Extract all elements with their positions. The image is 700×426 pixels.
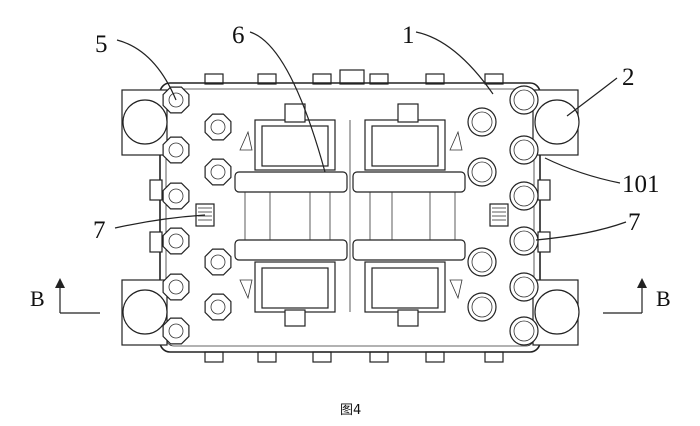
octagon-bolt [204, 113, 232, 141]
bottom-bolt-tabs [204, 351, 504, 363]
octagon-bolt [162, 182, 190, 210]
leader-lines [114, 31, 627, 241]
round-roller [509, 226, 539, 256]
inner-housing [165, 88, 535, 347]
octagon-bolt [204, 158, 232, 186]
round-roller [467, 157, 497, 187]
round-roller [467, 292, 497, 322]
top-bolt-tabs [204, 69, 504, 85]
right-round-rollers [467, 85, 539, 346]
octagon-bolt [204, 248, 232, 276]
round-roller [509, 135, 539, 165]
callout-6: 6 [232, 22, 245, 49]
round-roller [467, 107, 497, 137]
callout-5: 7 [628, 209, 641, 236]
central-mechanism [234, 103, 466, 327]
octagon-bolt [162, 136, 190, 164]
left-octagon-bolts [162, 86, 232, 345]
figure-caption: 图4 [340, 403, 361, 418]
callout-101: 101 [622, 171, 660, 198]
octagon-bolt [162, 273, 190, 301]
round-roller [509, 181, 539, 211]
spring-components [195, 203, 509, 227]
section-label-right: B [656, 286, 671, 311]
callout-7: 7 [93, 217, 106, 244]
corner-wheels [122, 99, 580, 335]
octagon-bolt [204, 293, 232, 321]
round-roller [509, 316, 539, 346]
callout-4: 5 [95, 31, 108, 58]
round-roller [467, 247, 497, 277]
section-mark-right: B [603, 278, 671, 314]
callout-1: 1 [402, 22, 415, 49]
round-roller [509, 85, 539, 115]
round-roller [509, 272, 539, 302]
octagon-bolt [162, 227, 190, 255]
section-label-left: B [30, 286, 45, 311]
section-mark-left: B [30, 278, 100, 314]
main-housing [159, 82, 541, 353]
octagon-bolt [162, 317, 190, 345]
callout-2: 2 [622, 64, 635, 91]
